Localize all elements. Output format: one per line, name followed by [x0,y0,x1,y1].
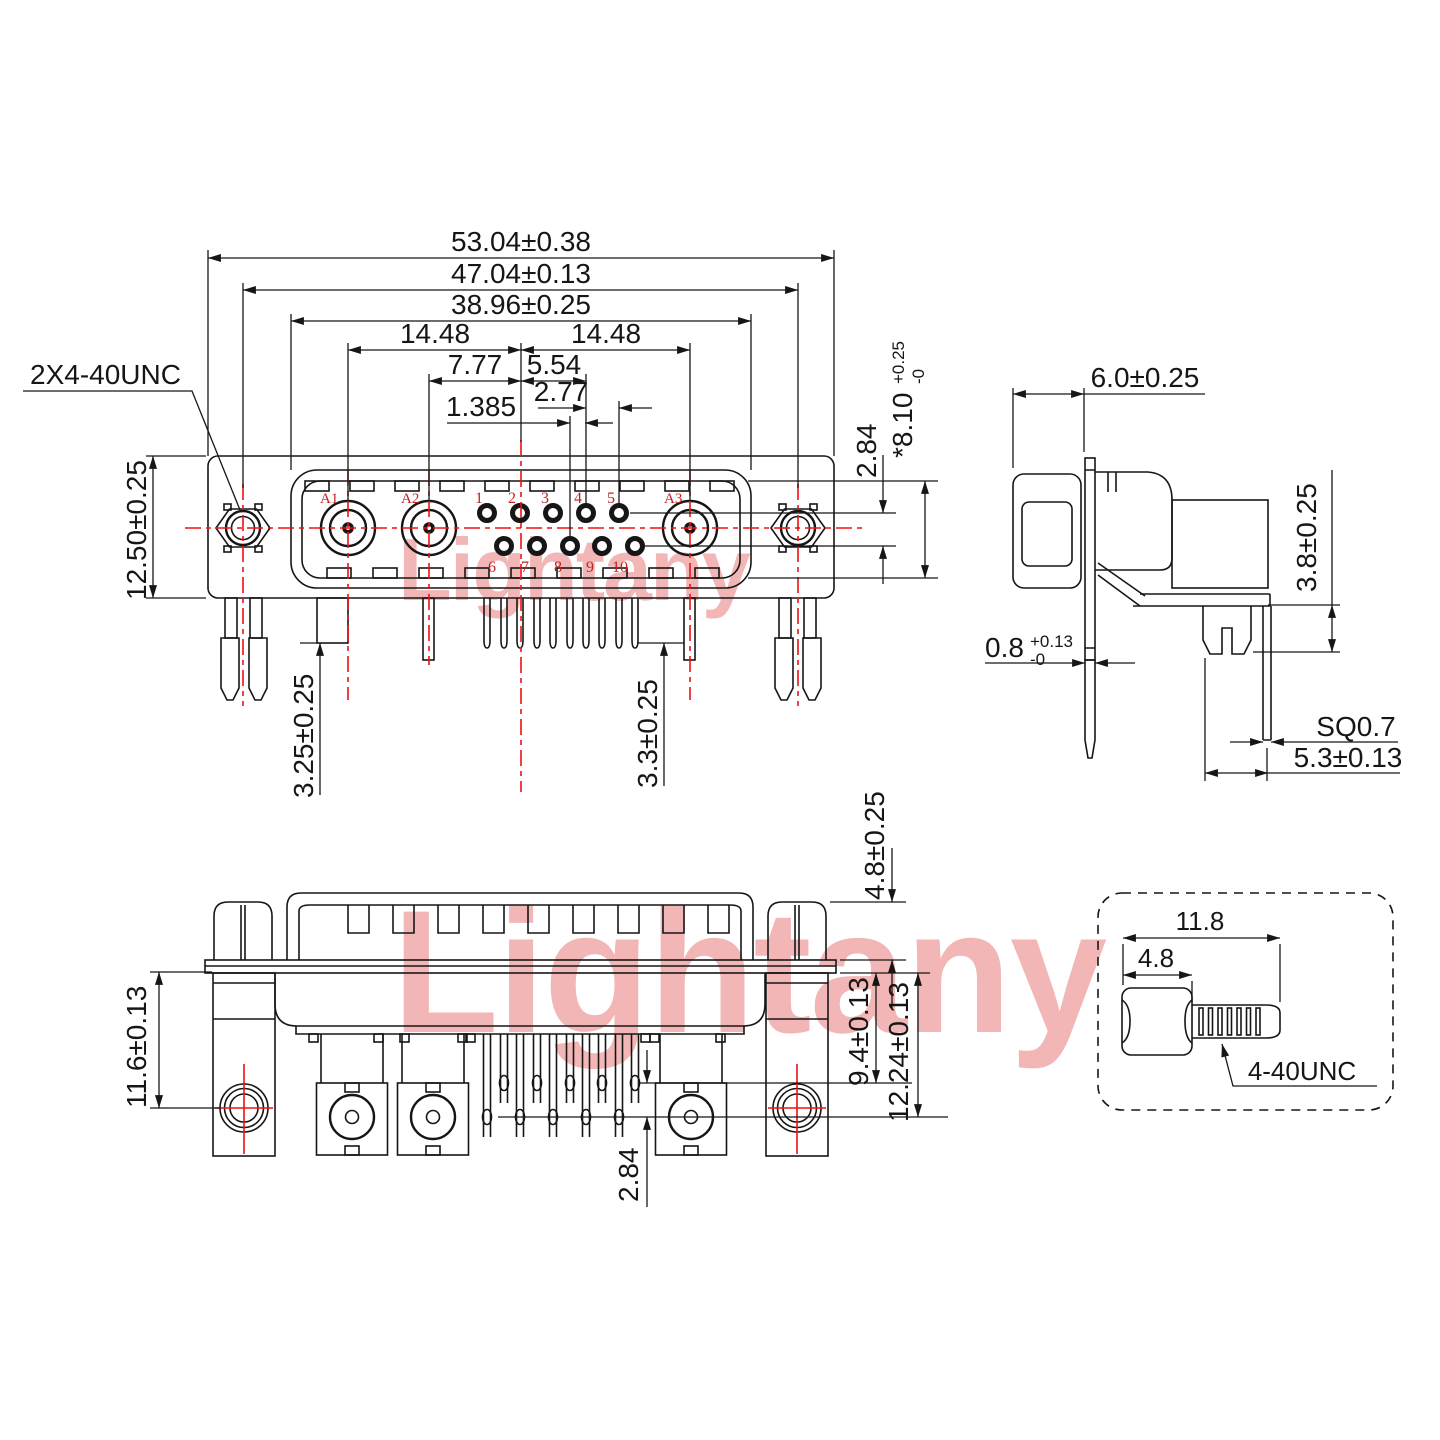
svg-text:0.8: 0.8 [985,632,1024,663]
dim-shell-width: 38.96±0.25 [451,289,591,320]
dim-body-height: 12.50±0.25 [121,460,152,600]
dim-row-spacing: 2.84 [851,424,882,479]
label-a3: A3 [664,491,682,507]
label-a1: A1 [320,491,338,507]
dim-shell-opening: *8.10 +0.25 -0 [887,341,928,458]
dim-pin-pitch: 2.77 [534,376,589,407]
svg-text:7: 7 [521,559,529,576]
dim-leg-left: 3.25±0.25 [288,674,319,798]
svg-text:+0.13: +0.13 [1030,632,1073,651]
svg-text:4: 4 [574,490,582,507]
screw-dimensions [1122,934,1377,1087]
dim-center-pin4: 5.54 [527,349,582,380]
screw-head [1121,987,1193,1056]
dim-lock-depth: 3.8±0.25 [1291,483,1322,592]
watermark-top: Lightany [398,520,751,619]
side-dimensions [985,390,1400,777]
dim-mount-spacing: 47.04±0.13 [451,258,591,289]
svg-text:*8.10: *8.10 [887,393,918,458]
standoff-left [212,972,276,1157]
thread-callout-leader [23,390,241,511]
thread-lines [1198,1007,1261,1036]
svg-text:-0: -0 [1030,650,1045,669]
svg-text:6: 6 [488,559,496,576]
dim-a2-center: 7.77 [448,349,503,380]
svg-text:9: 9 [586,559,594,576]
svg-text:3: 3 [541,490,549,507]
dim-pin-square: SQ0.7 [1316,711,1395,742]
bottom-dimensions [155,848,922,1207]
dim-span-left: 14.48 [400,318,470,349]
screw-thread-shaft [1192,1004,1281,1039]
dim-pin-row-long: 12.24±0.13 [883,982,914,1122]
label-a2: A2 [401,491,419,507]
detail-frame [1097,892,1394,1111]
svg-text:-0: -0 [909,369,928,384]
dim-leg-right: 3.3±0.25 [632,679,663,788]
svg-text:2: 2 [508,490,516,507]
side-extension-lines [1012,388,1340,781]
dim-pin-row-short: 9.4±0.13 [843,977,874,1086]
dim-row-offset: 1.385 [446,391,516,422]
centerlines [185,440,862,792]
front-view: A1 A2 A3 1 2 3 4 5 6 7 8 9 10 [23,226,938,798]
dim-pin-length: 5.3±0.13 [1294,742,1403,773]
dim-screw-total: 11.8 [1176,906,1225,936]
dim-standoff-center: 11.6±0.13 [121,986,152,1108]
dim-span-right: 14.48 [571,318,641,349]
dim-flange-thickness: 0.8 +0.13 -0 [985,632,1073,669]
coax-body-a1 [315,1081,389,1157]
side-view: 6.0±0.25 0.8 +0.13 -0 3.8±0.25 SQ0.7 5.3… [985,362,1402,781]
bottom-view: 4.8±0.25 11.6±0.13 9.4±0.13 12.24±0.13 2… [121,791,948,1207]
nut-bottom-left [213,901,273,961]
thread-callout: 2X4-40UNC [30,359,181,390]
coax-body-a2 [396,1081,470,1157]
svg-text:+0.25: +0.25 [889,341,908,384]
dim-screw-head: 4.8 [1138,943,1174,973]
svg-text:8: 8 [554,559,562,576]
screw-detail: 11.8 4.8 4-40UNC [1097,892,1394,1111]
dim-front-depth: 6.0±0.25 [1091,362,1200,393]
front-dimensions [149,254,929,795]
svg-text:1: 1 [475,490,483,507]
svg-text:5: 5 [607,490,615,507]
dim-row-stagger: 2.84 [613,1148,644,1203]
dim-overall-width: 53.04±0.38 [451,226,591,257]
dim-nut-height: 4.8±0.25 [859,791,890,900]
pin-numbers: 1 2 3 4 5 6 7 8 9 10 [475,490,628,576]
coax-body-a3 [654,1081,728,1157]
screw-thread-label: 4-40UNC [1248,1056,1356,1086]
svg-text:10: 10 [612,559,628,576]
